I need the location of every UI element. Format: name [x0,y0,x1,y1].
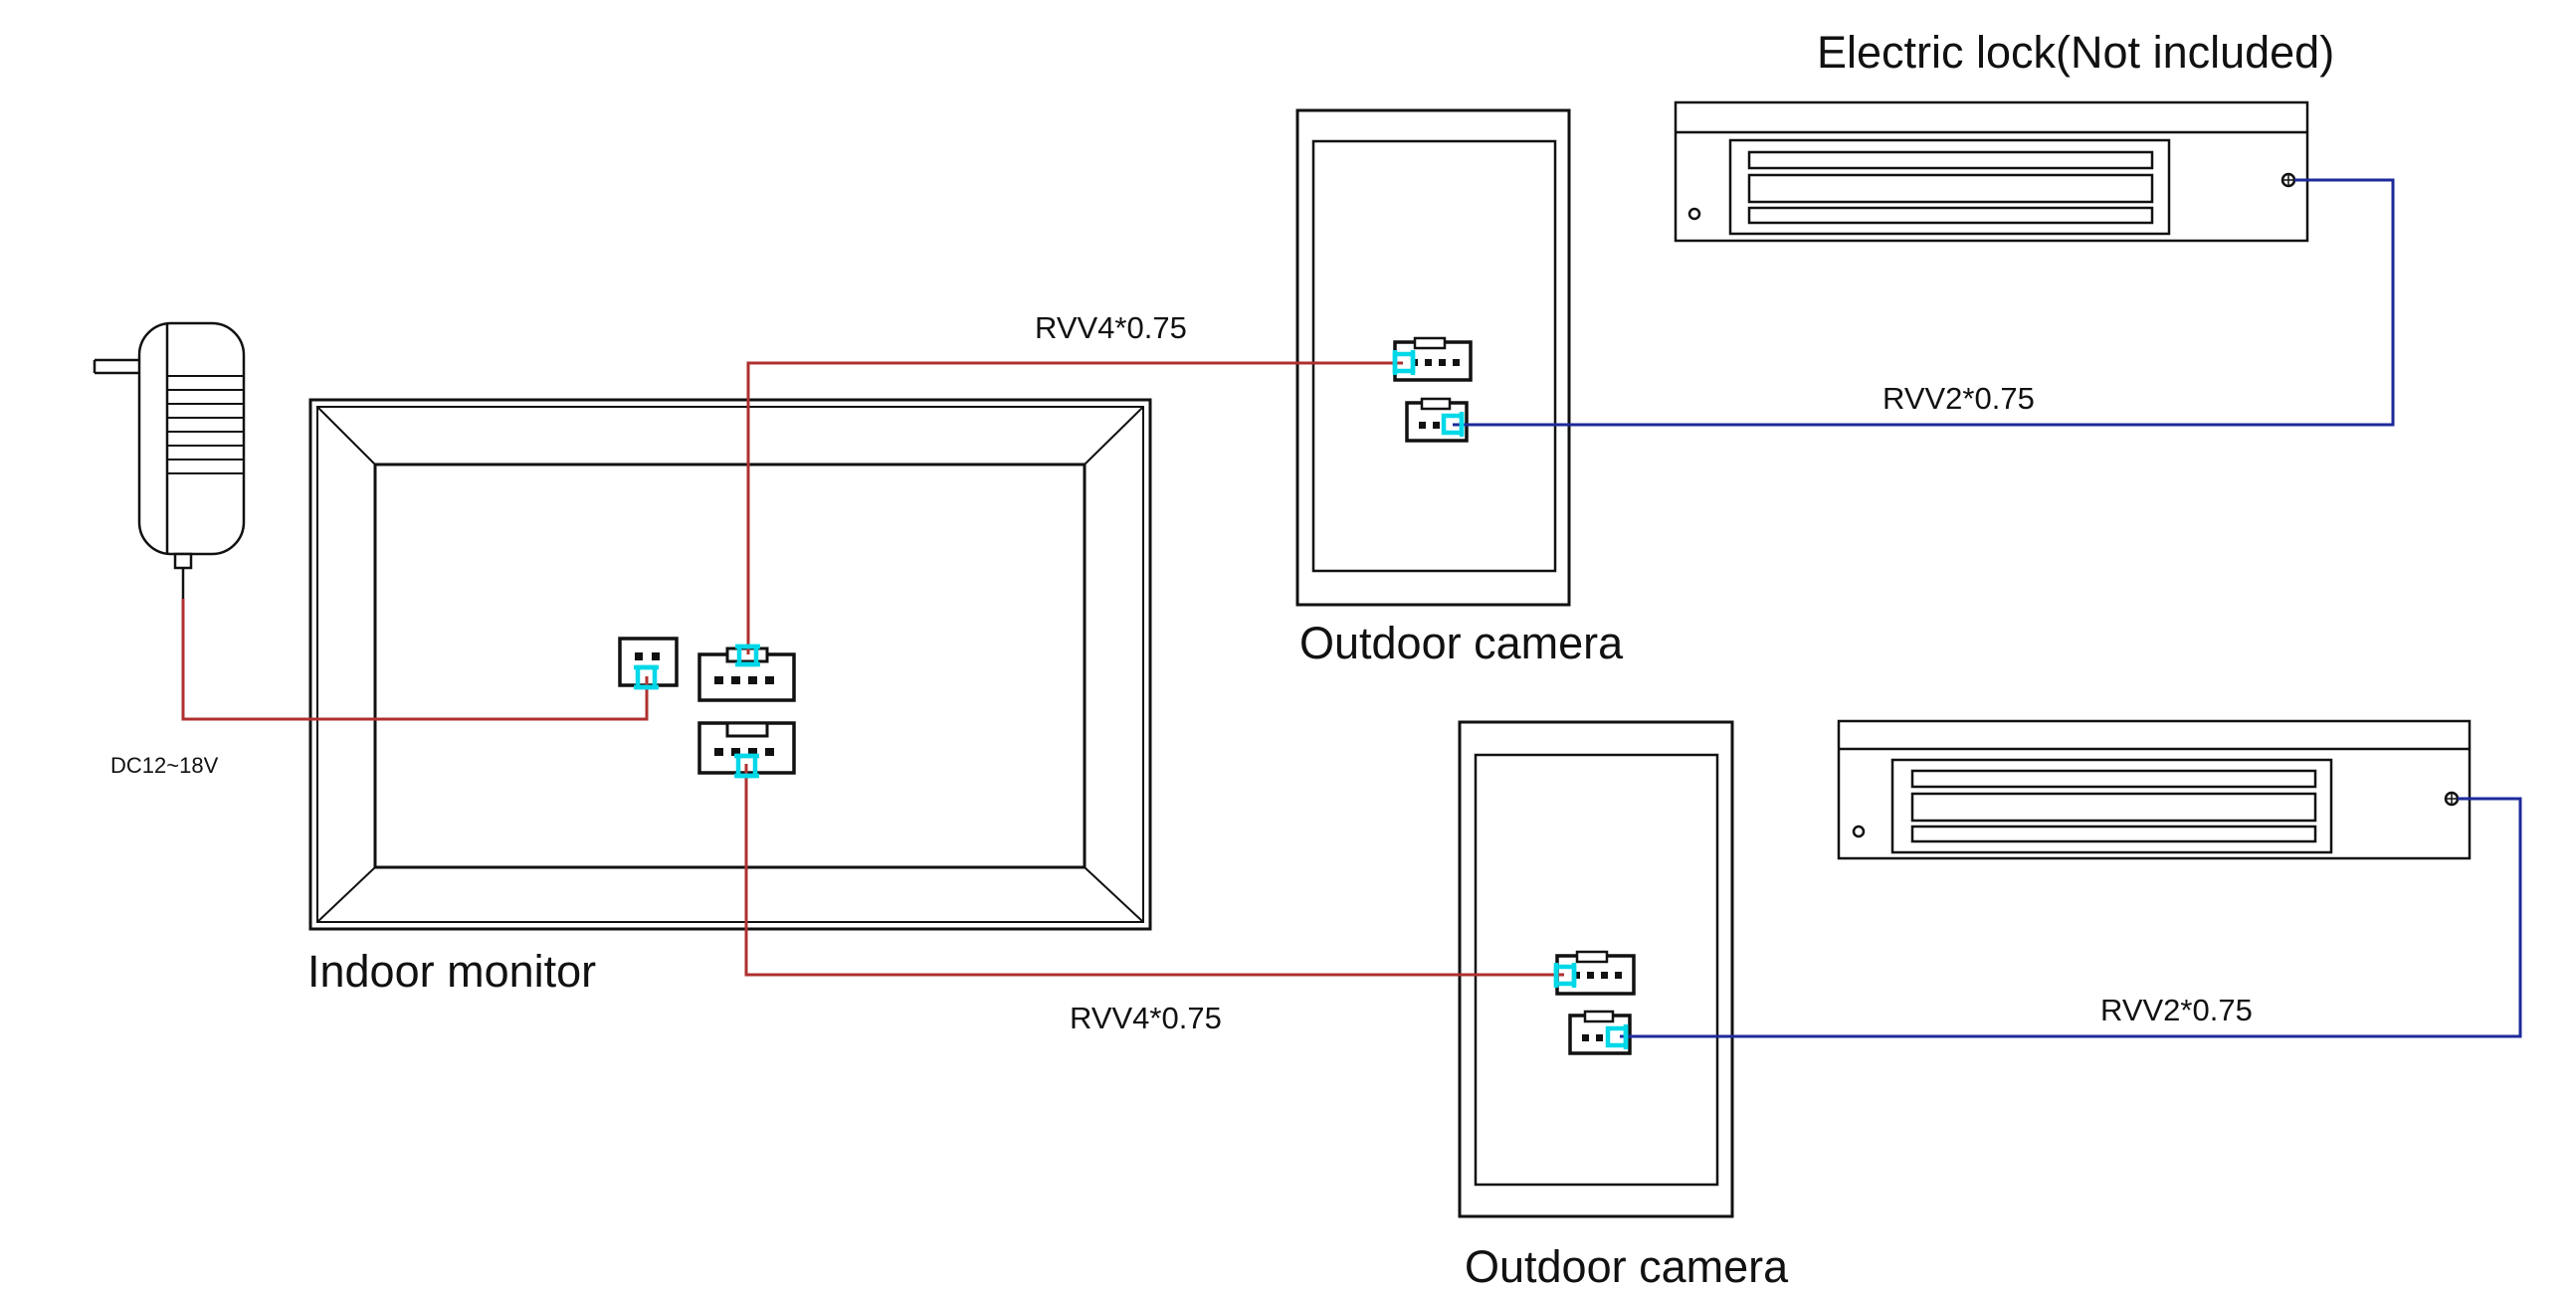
wires [181,178,2522,1038]
adapter-body [137,321,246,556]
lock1-wire [1453,178,2395,427]
power-voltage-label: DC12~18V [110,753,219,778]
terminal-marker [1553,963,1577,988]
terminal-marker [734,753,759,779]
outdoor-camera-top-label: Outdoor camera [1299,618,1624,668]
electric-lock-label: Electric lock(Not included) [1817,27,2334,78]
camera-bottom-lock-connector [1568,1010,1632,1055]
indoor-monitor [308,398,1152,931]
cable-label-camera2: RVV4*0.75 [1070,1001,1222,1035]
monitor-camera1-connector [697,646,796,702]
terminal-marker [1392,350,1416,375]
terminal-markers [634,350,1629,1049]
indoor-monitor-label: Indoor monitor [307,946,596,997]
adapter-grille [167,375,244,474]
camera-top-housing [1295,108,1571,607]
lock2-wire [1620,797,2522,1038]
cable-label-camera1: RVV4*0.75 [1035,310,1187,345]
lock-bottom-body [1837,719,2472,860]
power-adapter [93,321,246,599]
monitor-screen [373,462,1087,869]
outdoor-camera-top [1295,108,1571,607]
monitor-outer-frame [308,398,1152,931]
terminal-marker [735,644,760,667]
camera-bottom-housing [1458,720,1734,1218]
camera1-signal-wire [746,361,1403,654]
outdoor-camera-bottom [1458,720,1734,1218]
terminal-marker [634,664,659,690]
electric-lock-bottom [1837,719,2472,860]
lock-top-screw [1687,207,1701,221]
cable-label-lock2: RVV2*0.75 [2100,993,2253,1027]
terminal-marker [1605,1024,1629,1049]
camera-bottom-signal-connector [1555,950,1636,996]
cable-label-lock1: RVV2*0.75 [1882,381,2035,416]
monitor-camera2-connector [697,721,796,775]
camera2-signal-wire [744,764,1564,977]
adapter-plug-neck [173,552,193,570]
lock-top-body [1674,100,2309,243]
outdoor-camera-bottom-label: Outdoor camera [1465,1241,1789,1292]
lock-bottom-screw [1852,825,1866,838]
electric-lock-top [1674,100,2309,243]
camera-top-signal-connector [1393,336,1473,382]
camera-top-lock-connector [1405,397,1469,443]
power-wire [181,599,649,721]
terminal-marker [1441,412,1465,437]
